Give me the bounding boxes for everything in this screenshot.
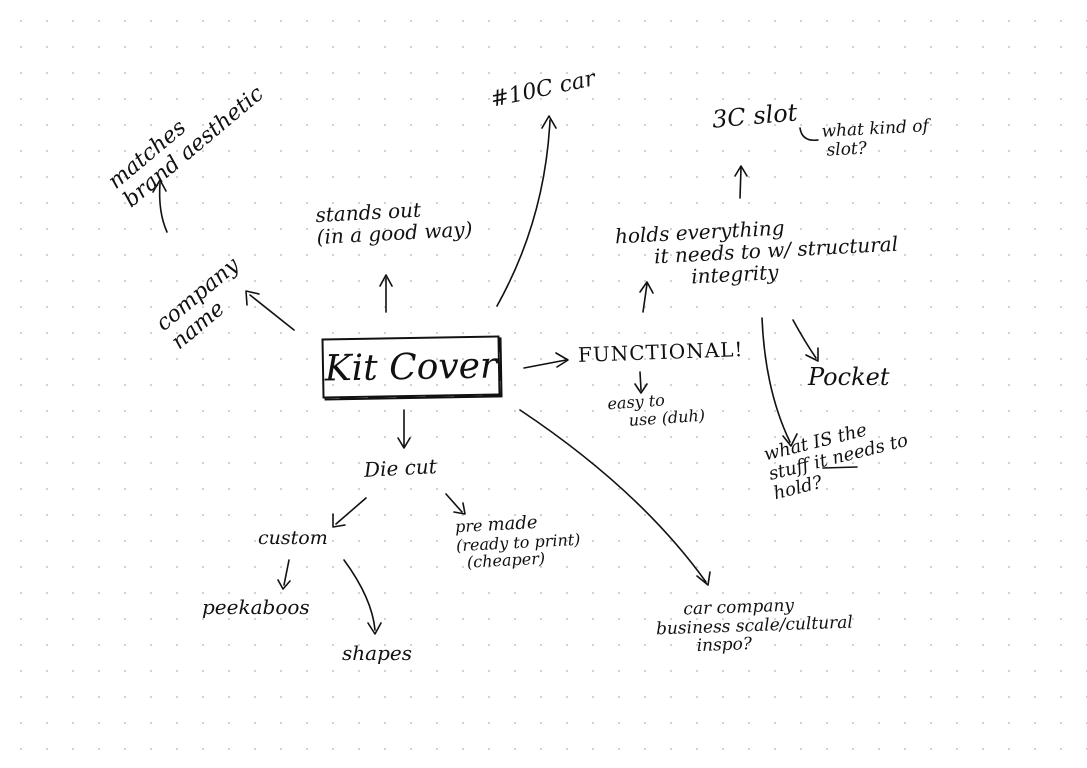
hook-what-kind [799,127,819,142]
arrowhead-brand [152,179,167,193]
center-node-label: Kit Cover [324,344,498,390]
arrowhead-company [245,290,260,306]
arrowhead-stuff [782,433,798,447]
underline-is [822,466,858,469]
node-line: peekaboos [202,595,310,619]
arrow-holds-to-pocket [792,319,817,359]
arrow-company-to-brand [158,182,168,233]
node-die-cut: Die cut [363,454,438,482]
arrowhead-car [541,115,557,129]
node-line: Die cut [363,454,438,482]
node-line: custom [258,527,328,549]
node-pocket: Pocket [808,364,889,390]
arrow-functional-to-easy [639,371,642,391]
arrow-center-to-company [249,294,295,331]
arrow-center-to-functional [523,359,567,369]
arrowhead-holds [639,281,654,294]
arrowhead-functional [555,352,569,368]
node-car-company: car company business scale/cultural insp… [655,595,854,658]
node-functional: FUNCTIONAL! [578,337,744,367]
node-word: pre [454,515,483,537]
arrowhead-custom [332,513,346,528]
arrow-custom-to-shapes [343,559,376,631]
node-custom: custom [258,528,328,549]
node-line: Pocket [808,363,890,391]
arrowhead-easy [634,383,648,394]
arrowhead-stands-out [379,274,393,287]
node-what-kind-of-slot: what kind of slot? [821,116,930,160]
arrow-functional-to-holds [642,283,648,313]
center-node-kit-cover: Kit Cover [321,335,501,399]
arrowhead-pre-made [453,502,466,515]
arrow-holds-to-stuff [761,317,791,443]
arrowhead-peekaboos [277,579,291,590]
node-easy-to-use: easy to use (duh) [607,389,706,431]
arrow-die-cut-to-pre-made [445,493,463,513]
node-peekaboos: peekaboos [202,596,310,618]
arrowhead-shapes [367,622,382,635]
arrow-custom-to-peekaboos [283,559,290,586]
arrow-holds-to-slot [739,167,742,199]
node-line: shapes [342,641,412,665]
arrowhead-pocket [805,347,819,362]
arrow-center-to-car [496,119,551,307]
arrow-center-to-car-company [519,409,707,583]
node-stands-out: stands out (in a good way) [315,196,473,249]
arrow-die-cut-to-custom [335,497,367,525]
node-shapes: shapes [342,642,412,664]
arrowhead-die-cut [397,437,411,449]
node-pre-made: pre made (ready to print) (cheaper) [455,511,582,572]
arrowhead-car-company [696,571,711,586]
arrowhead-slot [734,165,748,177]
